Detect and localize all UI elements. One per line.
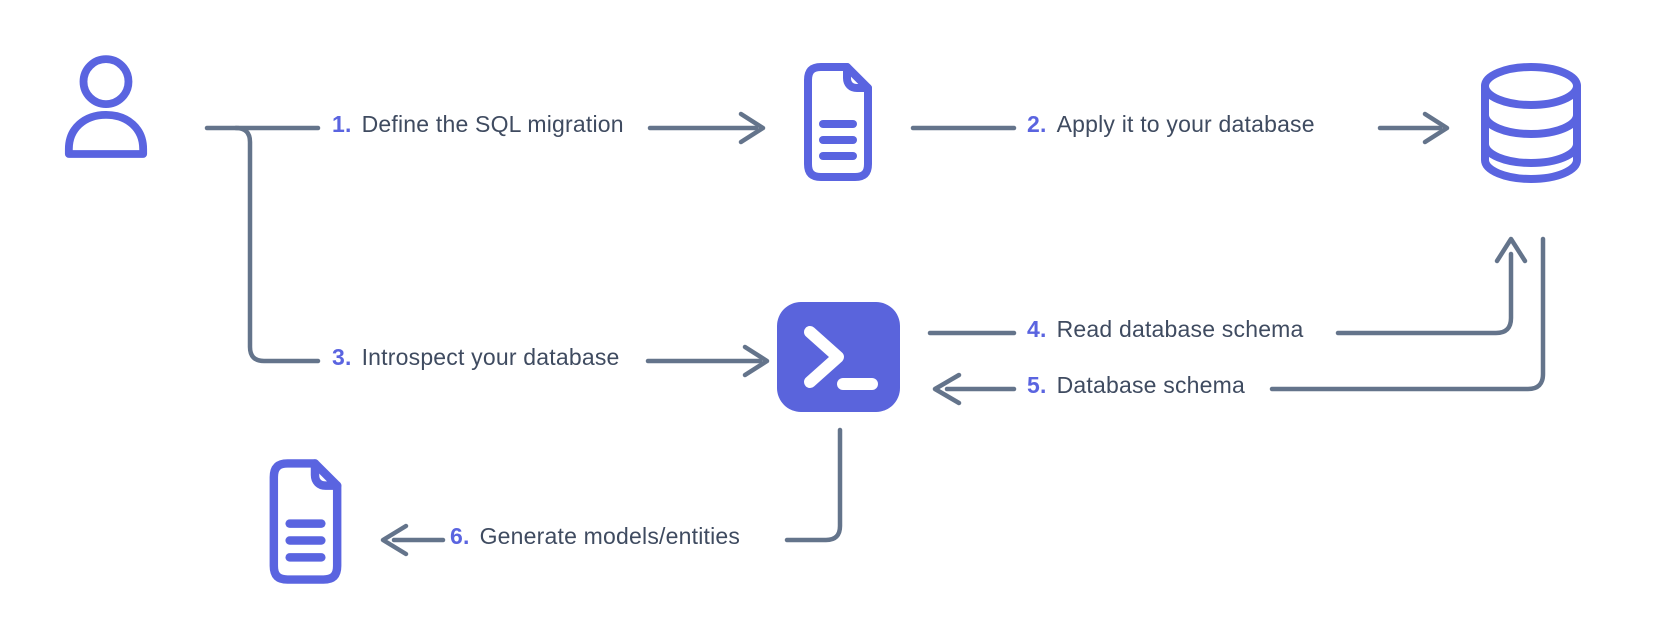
step-4-label: 4. Read database schema — [1027, 313, 1304, 345]
step-number: 4. — [1027, 315, 1047, 342]
step2-arrowhead — [1422, 111, 1450, 145]
step-number: 2. — [1027, 110, 1047, 137]
migration-file-icon — [804, 63, 872, 181]
step-number: 3. — [332, 343, 352, 370]
step3-arrowhead — [742, 344, 770, 378]
step-number: 1. — [332, 110, 352, 137]
database-icon — [1481, 63, 1581, 183]
step-text: Apply it to your database — [1056, 110, 1315, 137]
step-5-label: 5. Database schema — [1027, 369, 1245, 401]
step5-arrowhead — [932, 372, 962, 406]
step-text: Generate models/entities — [479, 522, 741, 549]
step-text: Define the SQL migration — [361, 110, 624, 137]
step-text: Database schema — [1056, 371, 1245, 398]
database-to-step5-line — [1269, 236, 1546, 392]
step-6-label: 6. Generate models/entities — [450, 520, 740, 552]
step1-arrowhead — [738, 111, 766, 145]
terminal-icon — [777, 302, 900, 412]
user-icon — [64, 55, 148, 158]
step-2-label: 2. Apply it to your database — [1027, 108, 1315, 140]
step-text: Introspect your database — [361, 343, 620, 370]
step4-arrow-line — [1335, 251, 1514, 336]
step4-arrowhead — [1494, 236, 1528, 264]
step-number: 6. — [450, 522, 470, 549]
models-file-icon — [269, 459, 342, 584]
step-3-label: 3. Introspect your database — [332, 341, 620, 373]
step-number: 5. — [1027, 371, 1047, 398]
step-1-label: 1. Define the SQL migration — [332, 108, 624, 140]
terminal-to-step6-line — [784, 427, 843, 543]
step-text: Read database schema — [1056, 315, 1304, 342]
step6-arrowhead — [380, 523, 409, 557]
user-branch-to-step3-line — [233, 125, 321, 364]
